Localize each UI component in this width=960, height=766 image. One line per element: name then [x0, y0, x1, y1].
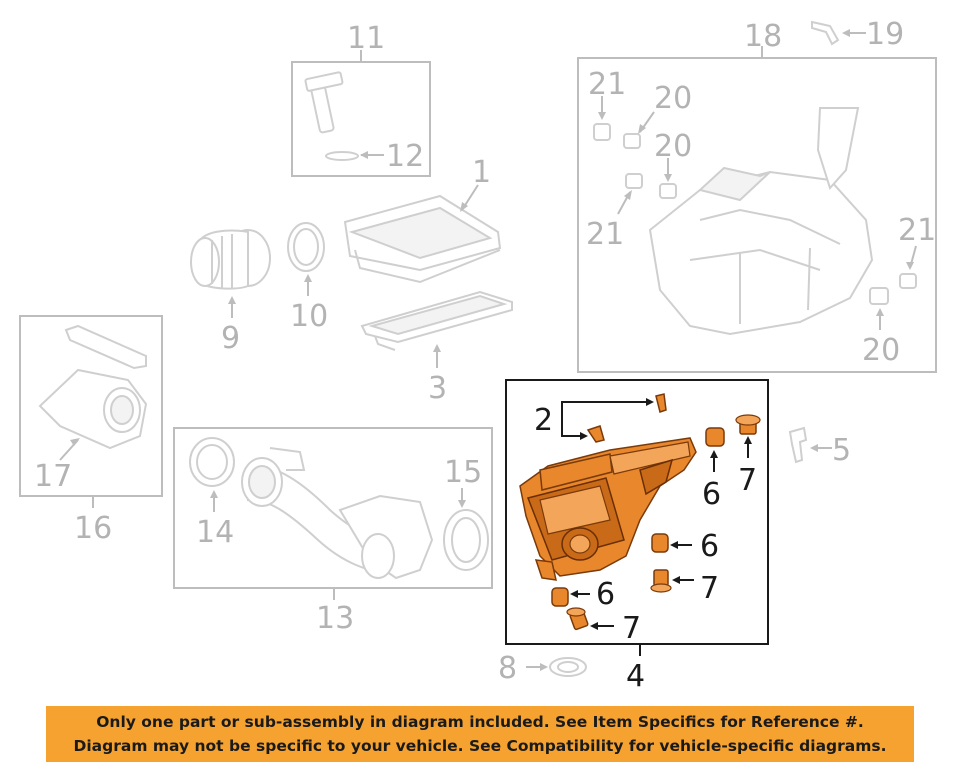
callout-8: 8: [498, 651, 517, 686]
callout-15: 15: [444, 455, 482, 490]
intake-duct-part: 9: [190, 229, 271, 356]
disclaimer-line-1: Only one part or sub-assembly in diagram…: [96, 713, 864, 731]
group-13-intake-box: 13 14 15: [173, 427, 493, 636]
callout-6-c: 6: [596, 577, 615, 612]
air-cleaner-cover-part: 1: [343, 155, 502, 284]
callout-1: 1: [472, 155, 491, 190]
callout-21-a: 21: [588, 67, 626, 102]
callout-9: 9: [221, 321, 240, 356]
group-16-resonator-box: 16 17: [19, 315, 163, 546]
collar-7-middle-part: [650, 569, 672, 593]
sensor-gasket-part: [325, 151, 359, 161]
callout-12: 12: [386, 139, 424, 174]
callout-11: 11: [347, 21, 385, 56]
callout-6-b: 6: [700, 529, 719, 564]
duct-seal-ring-part: [189, 437, 235, 487]
callout-21-b: 21: [586, 217, 624, 252]
callout-20-a: 20: [654, 81, 692, 116]
clamp-ring-part: 10: [287, 222, 328, 334]
disclaimer-banner: Only one part or sub-assembly in diagram…: [46, 706, 914, 762]
callout-19: 19: [866, 17, 904, 52]
intake-tube-part: [241, 447, 434, 580]
callout-7-b: 7: [700, 571, 719, 606]
seal-8-part: 8: [498, 651, 587, 686]
callout-4: 4: [626, 659, 645, 694]
grommet-6-top-part: [705, 427, 725, 447]
grommet-6-bottom-part: [551, 587, 569, 607]
resonator-chamber-part: [648, 107, 874, 336]
callout-17: 17: [34, 459, 72, 494]
bolt-5-part: 5: [788, 426, 851, 468]
callout-16: 16: [74, 511, 112, 546]
air-cleaner-case-part: [519, 437, 697, 581]
callout-5: 5: [832, 433, 851, 468]
callout-21-c: 21: [898, 213, 936, 248]
resonator-part: [38, 368, 148, 450]
collar-7-top-part: [735, 414, 761, 435]
clip-lower-part: [586, 425, 605, 443]
airflow-sensor-part: [304, 71, 344, 134]
resonator-bracket-part: [64, 324, 147, 370]
collar-7-bottom-part: [566, 607, 589, 631]
group-4-air-cleaner-case-box: 4 2 6 7: [505, 379, 769, 694]
disclaimer-line-2: Diagram may not be specific to your vehi…: [73, 737, 887, 755]
callout-20-b: 20: [654, 129, 692, 164]
clip-upper-part: [655, 393, 667, 413]
callout-10: 10: [290, 299, 328, 334]
callout-6-a: 6: [702, 477, 721, 512]
grommet-6-middle-part: [651, 533, 669, 553]
callout-13: 13: [316, 601, 354, 636]
intake-seal-part: [443, 509, 489, 571]
group-18-chamber-box: 18 21 20 20 21 21: [577, 19, 937, 373]
callout-7-a: 7: [738, 463, 757, 498]
group-11-sensor-box: 11 12: [291, 21, 431, 177]
bolt-19-part: 19: [811, 17, 904, 52]
air-filter-element-part: 3: [360, 290, 513, 406]
callout-20-c: 20: [862, 333, 900, 368]
callout-2: 2: [534, 403, 553, 438]
callout-7-c: 7: [622, 611, 641, 646]
callout-14: 14: [196, 515, 234, 550]
callout-3: 3: [428, 371, 447, 406]
callout-18: 18: [744, 19, 782, 54]
